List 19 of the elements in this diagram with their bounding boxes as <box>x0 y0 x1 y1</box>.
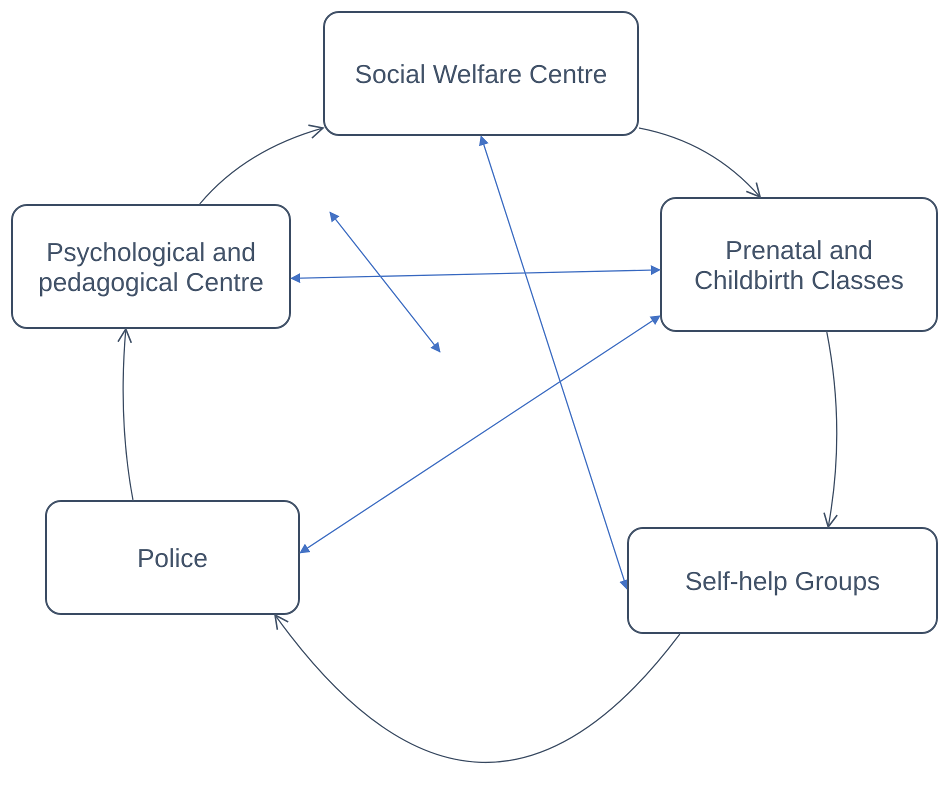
box-label: Self-help Groups <box>684 566 880 596</box>
box-label: Social Welfare Centre <box>354 58 608 88</box>
arrow <box>329 211 441 353</box>
rounded-box <box>323 11 639 136</box>
box-label: Police <box>137 542 208 572</box>
arrow <box>823 332 838 528</box>
box-label: Psychological and pedagogical Centre <box>37 236 265 296</box>
rounded-box <box>627 527 938 634</box>
arrow <box>479 135 629 590</box>
arrow <box>274 614 680 763</box>
box-label: Prenatal and Childbirth Classes <box>693 234 905 294</box>
rounded-box <box>660 197 938 332</box>
rounded-box <box>11 204 291 329</box>
arrow <box>638 127 761 198</box>
arrow <box>290 265 661 284</box>
rounded-box <box>45 500 300 615</box>
arrow <box>117 328 134 500</box>
arrow <box>199 124 324 204</box>
arrow <box>299 315 661 554</box>
